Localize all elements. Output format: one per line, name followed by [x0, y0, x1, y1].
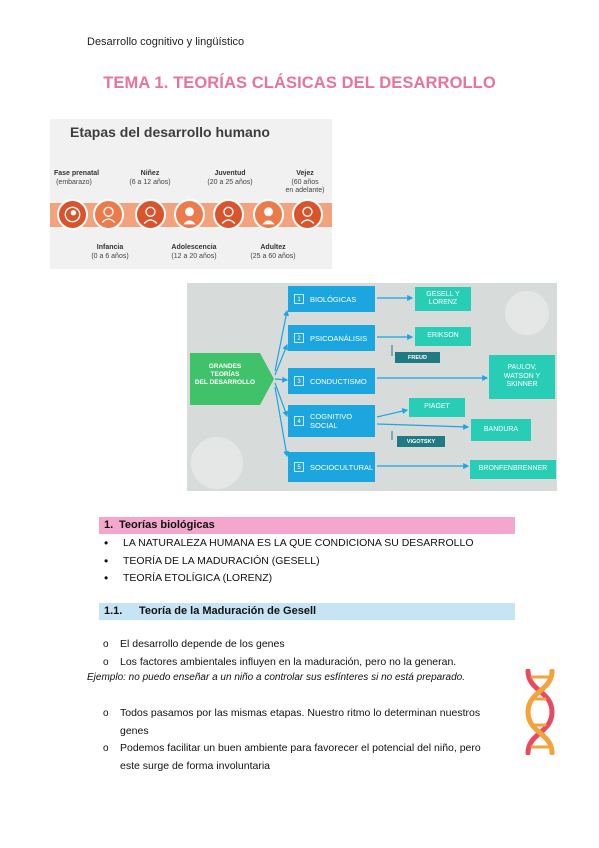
stages-infographic: Etapas del desarrollo humano Fase prenat… [50, 119, 332, 269]
child-icon [135, 199, 166, 230]
section-1-1-heading: 1.1. Teoría de la Maduración de Gesell [99, 603, 515, 620]
list-item: El desarrollo depende de los genes [99, 636, 456, 654]
elderly-icon [292, 199, 323, 230]
young-adult-icon [213, 199, 244, 230]
result-erikson: ERIKSON [415, 327, 471, 346]
stage-label-ninez: Niñez(6 a 12 años) [129, 170, 171, 186]
gesell-list-b: Todos pasamos por las mismas etapas. Nue… [99, 705, 481, 775]
list-item: Todos pasamos por las mismas etapas. Nue… [99, 705, 481, 740]
bullet-item: TEORÍA DE LA MADURACIÓN (GESELL) [99, 553, 473, 571]
result-bronfenbrenner: BRONFENBRENNER [470, 460, 556, 479]
main-theories-arrow [260, 353, 274, 405]
bullet-item: TEORÍA ETOLÍGICA (LORENZ) [99, 570, 473, 588]
diagram-connectors [191, 291, 549, 489]
gesell-list-a: El desarrollo depende de los genes Los f… [99, 636, 456, 671]
fetus-icon [57, 199, 88, 230]
page-title: TEMA 1. TEORÍAS CLÁSICAS DEL DESARROLLO [103, 74, 496, 92]
result-freud: FREUD [395, 352, 440, 363]
dna-icon [525, 669, 555, 755]
teen-icon [174, 199, 205, 230]
main-theories-box: GRANDES TEORÍAS DEL DESARROLLO [190, 353, 260, 405]
list-item: Podemos facilitar un buen ambiente para … [99, 740, 481, 775]
stage-label-juventud: Juventud(20 a 25 años) [207, 170, 253, 186]
section-1-bullets: LA NATURALEZA HUMANA ES LA QUE CONDICION… [99, 535, 473, 588]
adult-icon [253, 199, 284, 230]
result-piaget: PIAGET [409, 398, 465, 417]
stage-label-adolescencia: Adolescencia(12 a 20 años) [171, 244, 217, 260]
page-header: Desarrollo cognitivo y lingüístico [87, 36, 245, 48]
stage-label-adultez: Adultez(25 a 60 años) [250, 244, 296, 260]
baby-icon [93, 199, 124, 230]
example-text: Ejemplo: no puedo enseñar a un niño a co… [87, 672, 466, 683]
bullet-item: LA NATURALEZA HUMANA ES LA QUE CONDICION… [99, 535, 473, 553]
stage-label-infancia: Infancia(0 a 6 años) [91, 244, 129, 260]
result-vigotsky: VIGOTSKY [397, 436, 445, 447]
list-item: Los factores ambientales influyen en la … [99, 654, 456, 672]
stage-label-prenatal: Fase prenatal(embarazo) [54, 170, 100, 186]
section-1-heading: 1. Teorías biológicas [99, 517, 515, 534]
result-bandura: BANDURA [471, 419, 531, 441]
stages-title: Etapas del desarrollo humano [70, 124, 270, 140]
